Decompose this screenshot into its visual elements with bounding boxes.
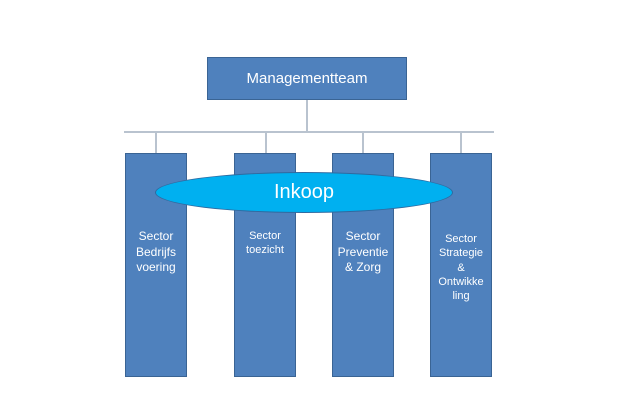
inkoop-ellipse: Inkoop: [155, 172, 453, 213]
connector-sector-2: [265, 131, 267, 153]
connector-top: [306, 100, 308, 132]
managementteam-box: Managementteam: [207, 57, 407, 100]
connector-horizontal: [124, 131, 494, 133]
sector-label: Sector Strategie & Ontwikke ling: [438, 233, 484, 303]
connector-sector-3: [362, 131, 364, 153]
inkoop-label: Inkoop: [273, 181, 335, 203]
sector-label: Sector Bedrijfs voering: [135, 229, 176, 275]
sector-label: Sector toezicht: [246, 230, 284, 257]
sector-label: Sector Preventie & Zorg: [337, 229, 389, 275]
managementteam-label: Managementteam: [246, 70, 368, 87]
connector-sector-1: [155, 131, 157, 153]
connector-sector-4: [460, 131, 462, 153]
